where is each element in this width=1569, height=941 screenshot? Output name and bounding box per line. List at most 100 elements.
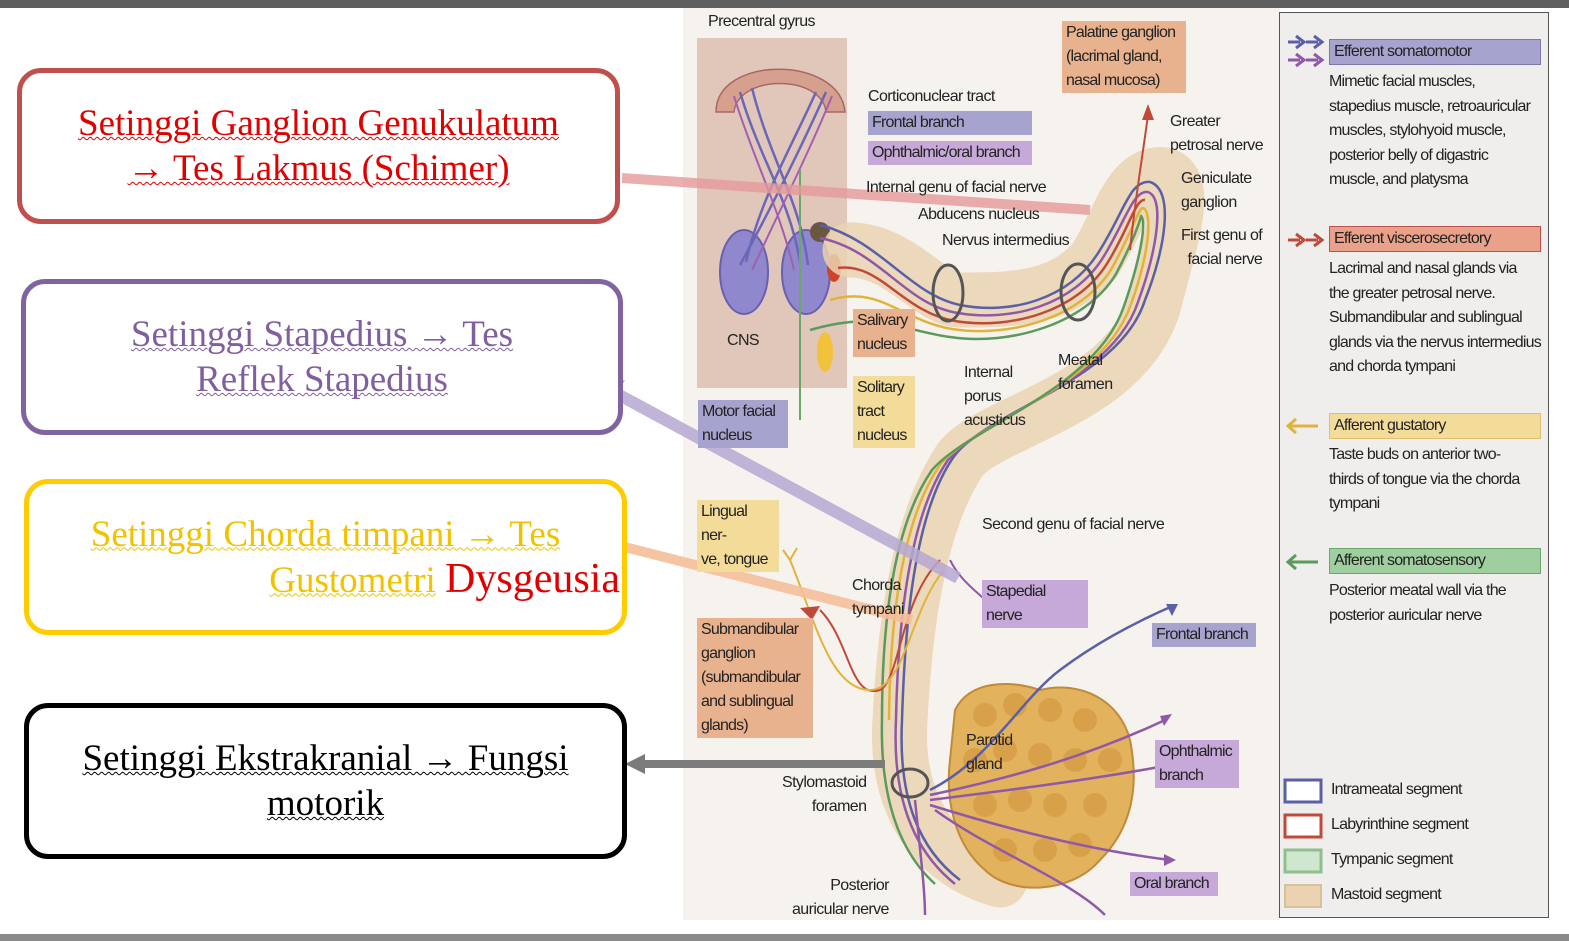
solitary-nucleus-shape (817, 332, 833, 372)
meatal-line-1: Meatal (1058, 352, 1103, 369)
precentral-gyrus-shape (715, 68, 846, 113)
chorda-line-2: tympani (852, 601, 904, 618)
window-top-bar (0, 0, 1569, 8)
solitary-line-1: Solitary (857, 379, 905, 396)
swatch-tympanic (1283, 848, 1323, 874)
gustatory-desc-2: thirds of tongue via the chorda (1329, 470, 1520, 488)
posterior-auricular-line-1: Posterior (830, 877, 889, 894)
tag-oral-branch: Oral branch (1130, 872, 1218, 896)
pointer-genikulatum (621, 173, 1091, 215)
gustatory-desc-3: tympani (1329, 495, 1380, 512)
box-chorda-dysgeusia: Dysgeusia (445, 555, 620, 602)
somatosensory-desc-2: posterior auricular nerve (1329, 606, 1482, 624)
legend-arrow-viscerosecretory (1288, 232, 1325, 248)
legend-arrow-gustatory (1285, 417, 1318, 435)
chorda-line-1: Chorda (852, 577, 901, 594)
box-ekstrakranial-line1: Setinggi Ekstrakranial → Fungsi (82, 738, 569, 779)
viscerosecretory-desc-5: and chorda tympani (1329, 358, 1456, 375)
legend-desc-somatomotor: Mimetic facial muscles, stapedius muscle… (1329, 70, 1531, 193)
label-meatal-foramen: Meatal foramen (1058, 349, 1113, 397)
box-ekstrakranial: Setinggi Ekstrakranial → Fungsi motorik (24, 703, 627, 859)
internal-porus-ring (931, 263, 965, 323)
palatine-line-3: nasal mucosa) (1066, 72, 1160, 89)
geniculate-line-1: Geniculate (1181, 170, 1252, 187)
viscerosecretory-desc-1: Lacrimal and nasal glands via (1329, 260, 1517, 277)
box-genikulatum-line1: Setinggi Ganglion Genukulatum (78, 103, 559, 144)
box-genikulatum-line2: → Tes Lakmus (Schimer) (127, 148, 510, 189)
legend-arrow-somatomotor (1288, 34, 1325, 68)
tag-frontal-branch-top: Frontal branch (868, 111, 1032, 135)
submandibular-line-1: Submandibular (701, 621, 799, 638)
swatch-labyrinthine (1283, 813, 1323, 839)
tag-ophthalmic-branch: Ophthalmic branch (1155, 740, 1239, 788)
legend-segment-labyrinthine: Labyrinthine segment (1331, 816, 1469, 833)
solitary-line-3: nucleus (857, 427, 907, 444)
salivary-line-1: Salivary (857, 312, 908, 329)
tag-stapedial-nerve: Stapedial nerve (982, 580, 1088, 628)
palatine-line-2: (lacrimal gland, (1066, 48, 1162, 65)
cns-oval-left (719, 229, 769, 315)
label-precentral-gyrus: Precentral gyrus (708, 13, 816, 30)
tag-salivary-nucleus: Salivary nucleus (853, 309, 915, 357)
label-second-genu: Second genu of facial nerve (982, 516, 1165, 533)
internal-porus-line-2: porus (964, 388, 1002, 405)
cns-oval-right (781, 229, 831, 315)
motor-facial-line-2: nucleus (702, 427, 752, 444)
motor-facial-line-1: Motor facial (702, 403, 776, 420)
ophthalmic-line-1: Ophthalmic (1159, 743, 1233, 760)
legend-segment-mastoid: Mastoid segment (1331, 886, 1442, 903)
tag-ophthalmic-oral-branch: Ophthalmic/oral branch (868, 141, 1032, 165)
legend-desc-somatosensory: Posterior meatal wall via the posterior … (1329, 579, 1507, 628)
label-internal-porus: Internal porus acusticus (964, 361, 1026, 433)
label-first-genu: First genu of facial nerve (1181, 224, 1263, 272)
legend-desc-gustatory: Taste buds on anterior two- thirds of to… (1329, 443, 1520, 517)
parotid-line-1: Parotid (966, 732, 1013, 749)
posterior-auricular-line-2: auricular nerve (792, 901, 889, 918)
label-internal-genu: Internal genu of facial nerve (866, 179, 1047, 196)
tag-palatine-ganglion: Palatine ganglion (lacrimal gland, nasal… (1062, 21, 1186, 93)
lingual-line-1: Lingual ner- (701, 503, 748, 544)
submandibular-line-4: and sublingual (701, 693, 794, 710)
stylomastoid-line-1: Stylomastoid (782, 774, 867, 791)
label-stylomastoid-foramen: Stylomastoid foramen (782, 771, 867, 819)
legend-title-gustatory: Afferent gustatory (1329, 413, 1541, 439)
somatomotor-desc-1: Mimetic facial muscles, (1329, 73, 1476, 90)
legend-segment-tympanic: Tympanic segment (1331, 851, 1453, 868)
somatomotor-desc-3: muscles, stylohyoid muscle, (1329, 122, 1507, 139)
pointer-chorda (603, 537, 914, 625)
submandibular-line-2: ganglion (701, 645, 756, 662)
stylomastoid-line-2: foramen (811, 798, 867, 815)
submandibular-line-5: glands) (701, 717, 749, 734)
somatomotor-desc-2: stapedius muscle, retroauricular (1329, 97, 1531, 115)
tag-frontal-branch: Frontal branch (1152, 623, 1256, 647)
label-corticonuclear-tract: Corticonuclear tract (868, 88, 995, 105)
legend-title-viscerosecretory: Efferent viscerosecretory (1329, 226, 1541, 252)
lingual-line-2: ve, tongue (701, 551, 769, 568)
label-chorda-tympani: Chorda tympani (852, 574, 904, 622)
legend-arrow-somatosensory (1285, 553, 1318, 571)
label-abducens-nucleus: Abducens nucleus (918, 206, 1040, 223)
somatosensory-desc-1: Posterior meatal wall via the (1329, 582, 1507, 599)
swatch-intrameatal (1283, 778, 1323, 804)
label-nervus-intermedius: Nervus intermedius (942, 232, 1070, 249)
geniculate-line-2: ganglion (1181, 194, 1237, 211)
somatomotor-desc-5: muscle, and platysma (1329, 171, 1469, 188)
first-genu-line-2: facial nerve (1187, 251, 1263, 268)
stylomastoid-ring (890, 767, 930, 799)
legend-desc-viscerosecretory: Lacrimal and nasal glands via the greate… (1329, 257, 1542, 380)
legend-panel (1279, 12, 1549, 918)
box-genikulatum: Setinggi Ganglion Genukulatum → Tes Lakm… (17, 68, 620, 224)
meatal-foramen-ring (1059, 262, 1097, 322)
label-greater-petrosal: Greater petrosal nerve (1170, 110, 1264, 158)
label-posterior-auricular: Posterior auricular nerve (792, 874, 889, 922)
label-cns: CNS (727, 332, 760, 349)
viscerosecretory-desc-3: Submandibular and sublingual (1329, 309, 1523, 326)
pointer-stapedius (607, 384, 961, 584)
viscerosecretory-desc-2: the greater petrosal nerve. (1329, 284, 1496, 302)
legend-segment-intrameatal: Intrameatal segment (1331, 781, 1462, 798)
box-stapedius: Setinggi Stapedius → Tes Reflek Stapediu… (21, 279, 623, 435)
somatomotor-desc-4: posterior belly of digastric (1329, 146, 1489, 164)
first-genu-line-1: First genu of (1181, 227, 1263, 244)
window-bottom-bar (0, 934, 1569, 941)
internal-porus-line-3: acusticus (964, 412, 1026, 429)
